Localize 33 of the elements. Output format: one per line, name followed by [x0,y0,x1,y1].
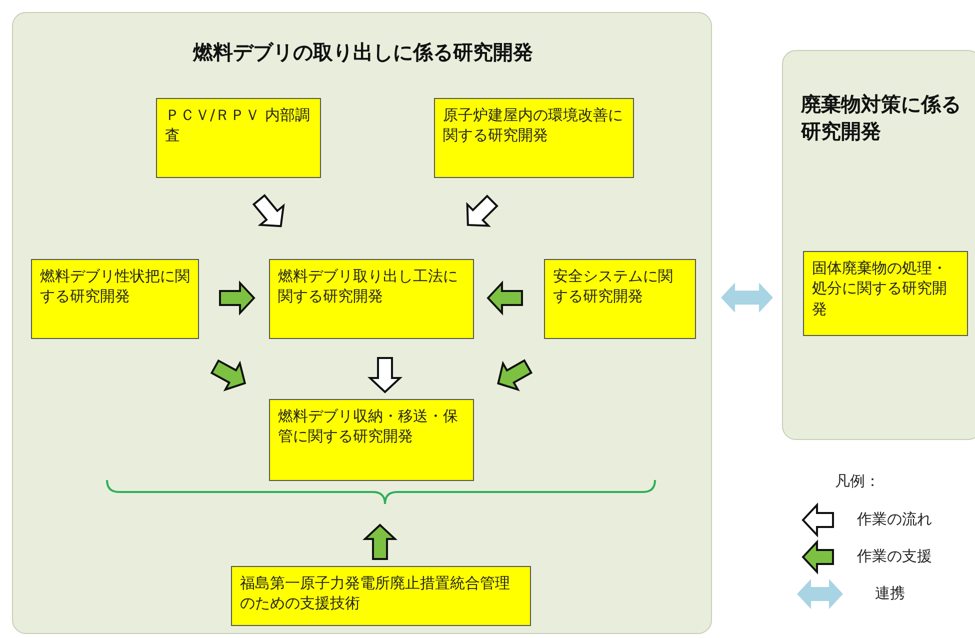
process-box [31,259,199,339]
block-arrow [367,357,403,394]
block-arrow [497,359,533,392]
box-text: 安全システムに関する研究開発 [553,266,674,306]
legend-text: 連携 [875,584,905,603]
box-text: ＰＣＶ/ＲＰＶ 内部調査 [165,105,311,146]
block-arrow [486,280,523,316]
box-text: 原子炉建屋内の環境改善に関する研究開発 [443,105,624,146]
process-box [269,399,474,481]
process-box [269,259,474,339]
process-box [434,98,634,178]
legend-text: 作業の支援 [857,547,932,566]
box-text: 燃料デブリ収納・移送・保管に関する研究開発 [278,406,459,446]
panel-title: 廃棄物対策に係る研究開発 [801,91,961,145]
process-box [803,251,968,336]
box-text: 燃料デブリ取り出し工法に関する研究開発 [278,266,459,306]
panel-title: 燃料デブリの取り出しに係る研究開発 [192,39,534,66]
block-arrow [252,194,285,228]
process-box [156,98,321,178]
box-text: 燃料デブリ性状把に関する研究開発 [40,266,190,306]
legend-heading: 凡例： [835,472,880,491]
group-panel [782,50,975,440]
group-panel [12,12,712,634]
box-text: 福島第一原子力発電所廃止措置統合管理のための支援技術 [240,573,511,614]
box-text: 固体廃棄物の処理・処分に関する研究開発 [812,258,948,319]
process-box [231,566,531,626]
block-arrow [362,524,398,560]
block-arrow [466,194,498,227]
block-arrow [210,359,246,392]
block-arrow [219,280,256,316]
legend-text: 作業の流れ [857,510,932,529]
block-arrow [721,282,773,313]
process-box [544,259,696,339]
